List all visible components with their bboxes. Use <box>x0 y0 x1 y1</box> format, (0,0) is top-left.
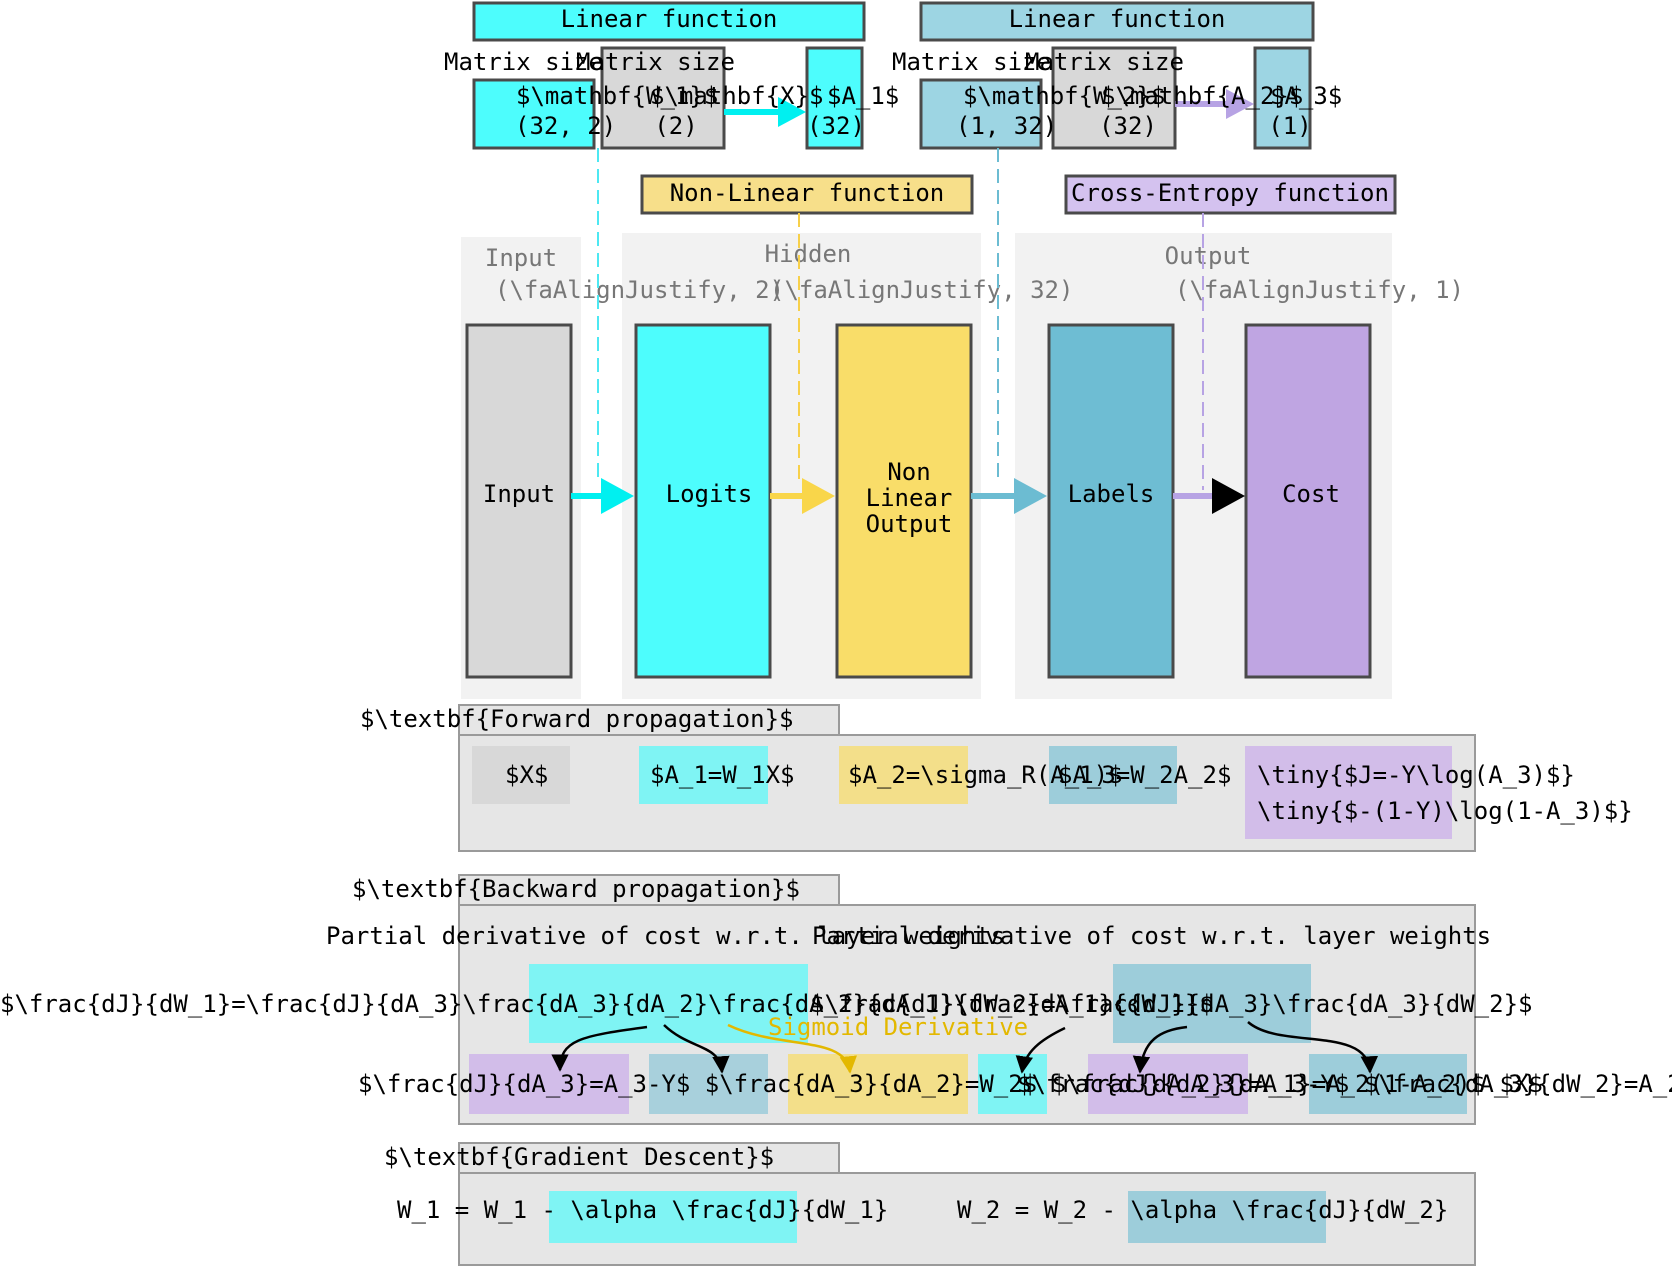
matrix-size-label-1: Matrix size <box>444 48 603 76</box>
logits-node <box>634 323 772 679</box>
gd-title: $\textbf{Gradient Descent}$ <box>384 1143 774 1171</box>
a2-matrix-name: $\mathbf{A_2}$ <box>1101 82 1303 110</box>
cross-entropy-function-header <box>1064 174 1397 215</box>
gd-w2-eq: W_2 = W_2 - \alpha \frac{dJ}{dW_2} <box>957 1196 1448 1224</box>
a2-matrix-dim: (32) <box>1099 112 1157 140</box>
flow-arrowhead-input-logits <box>601 478 634 514</box>
bw-sigmoid-swatch <box>788 1054 968 1114</box>
fw-a3-eq: $A_3=W_2A_2$ <box>1058 761 1231 789</box>
hidden-layer-title: Hidden <box>765 240 852 268</box>
fw-a1-eq: $A_1=W_1X$ <box>650 761 795 789</box>
gd-w2-swatch <box>1128 1191 1326 1243</box>
forward-title: $\textbf{Forward propagation}$ <box>360 705 793 733</box>
forward-title-tab <box>458 704 840 736</box>
fw-x-swatch <box>472 746 570 804</box>
bw-x-swatch <box>978 1054 1047 1114</box>
bw-heading-1: Partial derivative of cost w.r.t. layer … <box>326 922 1005 950</box>
activation-a1-box <box>805 46 864 150</box>
a3-matrix-name: $A_3$ <box>1270 82 1342 110</box>
gd-w1-swatch <box>549 1191 797 1243</box>
flow-arrowhead-labels-cost <box>1212 478 1245 514</box>
bw-dw1-chain: $\frac{dJ}{dW_1}=\frac{dJ}{dA_3}\frac{dA… <box>0 990 1214 1018</box>
bw-dw2-swatch <box>1113 964 1311 1043</box>
fw-a3-swatch <box>1049 746 1177 804</box>
w1-matrix-dim: (32, 2) <box>515 112 616 140</box>
fw-a1-swatch <box>639 746 768 804</box>
a3-matrix-dim: (1) <box>1268 112 1311 140</box>
flow-arrowhead-nonlinear-labels <box>1014 478 1047 514</box>
output-layer-shape: (\faAlignJustify, 1) <box>1175 276 1464 304</box>
hidden-matrix-a2-box <box>1051 46 1177 150</box>
w2-matrix-name: $\mathbf{W_2}$ <box>963 82 1165 110</box>
non-linear-function-label: Non-Linear function <box>670 179 945 207</box>
fw-cost-eq-2: \tiny{$-(1-Y)\log(1-A_3)$} <box>1257 797 1633 825</box>
non-linear-output-line3: Output <box>866 510 953 538</box>
input-node <box>465 323 573 679</box>
input-node-label: Input <box>483 480 555 508</box>
matrix-size-label-3: Matrix size <box>892 48 1051 76</box>
x-matrix-dim: (2) <box>654 112 697 140</box>
fw-cost-eq-1: \tiny{$J=-Y\log(A_3)$} <box>1257 761 1575 789</box>
non-linear-output-node <box>835 323 973 679</box>
w1-matrix-name: $\mathbf{W_1}$ <box>516 82 718 110</box>
bw-curve-a <box>551 1025 648 1072</box>
fw-cost-swatch <box>1245 746 1452 839</box>
non-linear-function-header <box>640 174 974 215</box>
bw-terms-1: $\frac{dJ}{dA_3}=A_3-Y$ $\frac{dA_3}{dA_… <box>358 1070 1543 1098</box>
logits-node-label: Logits <box>666 480 753 508</box>
labels-node <box>1047 323 1175 679</box>
linear-function-1-header <box>472 1 866 42</box>
linear-function-2-label: Linear function <box>1009 5 1226 33</box>
matrix-size-label-2: Matrix size <box>576 48 735 76</box>
bw-dw2-chain: $\frac{dJ}{dW_2}=\frac{dJ}{dA_3}\frac{dA… <box>810 990 1532 1018</box>
input-layer-title: Input <box>485 244 557 272</box>
bw-curve-b <box>663 1024 730 1074</box>
linear-function-1-label: Linear function <box>561 5 778 33</box>
output-layer-title: Output <box>1165 242 1252 270</box>
linear-function-2-header <box>919 1 1315 42</box>
fw-a2-eq: $A_2=\sigma_R(A_1)$ <box>848 761 1123 789</box>
input-matrix-x-box <box>600 46 726 150</box>
bw-curve-c <box>1015 1026 1066 1074</box>
bw-sigmoid-derivative: Sigmoid Derivative <box>768 1013 1028 1041</box>
labels-node-label: Labels <box>1068 480 1155 508</box>
bw-da3dw2-swatch <box>1309 1054 1467 1114</box>
non-linear-output-line2: Linear <box>866 484 953 512</box>
bw-da3-swatch-2 <box>1088 1054 1248 1114</box>
flow-arrowhead-logits-nonlinear <box>802 478 835 514</box>
weight-matrix-w1-box <box>472 78 596 150</box>
cost-node <box>1244 323 1372 679</box>
bw-curve-d <box>1132 1025 1188 1074</box>
bw-terms-2: $\frac{dJ}{dA_3}=A_3-Y$ $\frac{dA_3}{dW_… <box>1017 1070 1672 1098</box>
non-linear-output-line1: Non <box>887 458 930 486</box>
bw-curve-sigmoid <box>727 1023 857 1074</box>
w2-matrix-dim: (1, 32) <box>956 112 1057 140</box>
bw-da3-swatch <box>469 1054 629 1114</box>
input-layer-shape: (\faAlignJustify, 2) <box>495 276 784 304</box>
bw-heading-2: Partial derivative of cost w.r.t. layer … <box>812 922 1491 950</box>
bw-curve-e <box>1247 1021 1379 1074</box>
fw-a2-swatch <box>839 746 968 804</box>
x-matrix-name: $\mathbf{X}$ <box>650 82 823 110</box>
hidden-layer-shape: (\faAlignJustify, 32) <box>770 276 1073 304</box>
gd-w1-eq: W_1 = W_1 - \alpha \frac{dJ}{dW_1} <box>397 1196 888 1224</box>
bw-da3da2-swatch <box>649 1054 768 1114</box>
matrix-size-label-4: Matrix size <box>1025 48 1184 76</box>
matmul-arrowhead-2 <box>1226 89 1254 119</box>
weight-matrix-w2-box <box>919 78 1043 150</box>
cost-node-label: Cost <box>1282 480 1340 508</box>
activation-a3-box <box>1253 46 1312 150</box>
backward-title: $\textbf{Backward propagation}$ <box>352 875 800 903</box>
matmul-arrowhead-1 <box>778 97 806 127</box>
a1-matrix-dim: (32) <box>807 112 865 140</box>
cross-entropy-function-label: Cross-Entropy function <box>1071 179 1389 207</box>
fw-x-eq: $X$ <box>505 761 548 789</box>
a1-matrix-name: $A_1$ <box>827 82 899 110</box>
